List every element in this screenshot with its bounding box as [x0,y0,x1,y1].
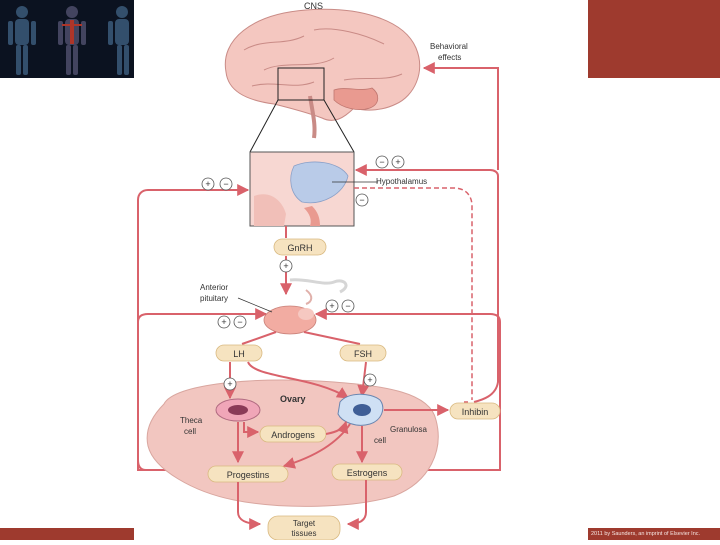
diagram-canvas: CNS Behavioral effects Hypothalamus + − … [137,1,501,541]
behavioral-effects-label-line2: effects [438,53,461,62]
plus-sign-4: + [329,301,334,311]
granulosa-cell-illustration [337,393,384,426]
cns-label: CNS [304,1,323,11]
behavioral-effects-arrow [422,62,499,170]
progestins-label: Progestins [227,470,270,480]
behavioral-effects-label-line1: Behavioral [430,42,468,51]
granulosa-to-progestins-arrow [282,423,351,469]
target-tissues-label-line1: Target [293,519,316,528]
estrogen-to-hypothalamus-feedback [354,164,499,403]
ovary-label: Ovary [280,394,306,404]
progestin-to-hypothalamus-feedback [137,184,250,471]
progestin-to-pituitary-feedback [137,308,268,471]
gnrh-pill [273,238,327,256]
minus-sign-2: − [379,157,384,167]
header-accent-band [588,0,720,78]
gnrh-label: GnRH [287,243,312,253]
pituitary-feedback-signs: + − + − [217,299,355,329]
androgens-to-granulosa-arrow [325,420,349,435]
fsh-pill [339,344,387,362]
minus-sign-3: − [359,195,364,205]
estrogens-label: Estrogens [347,468,388,478]
androgens-label: Androgens [271,430,315,440]
pituitary-illustration [263,278,348,335]
theca-cell-illustration [215,398,261,422]
body-anatomy-thumbnail [0,0,134,78]
brain-illustration [224,8,421,139]
hypothalamus-label: Hypothalamus [376,177,427,186]
progestins-to-target-arrow [237,482,262,530]
pituitary-pointer [237,297,273,313]
theca-cell-label-line1: Theca [180,416,203,425]
minus-sign-4: − [237,317,242,327]
hypothalamus-feedback-signs: + − − + − [201,155,405,207]
hormone-axis-diagram: CNS Behavioral effects Hypothalamus + − … [134,0,588,541]
plus-sign-2: + [395,157,400,167]
anterior-pituitary-label-line1: Anterior [200,283,228,292]
hypothalamus-detail-box [249,151,355,227]
fsh-label: FSH [354,349,372,359]
granulosa-cell-label-line1: Granulosa [390,425,427,434]
theca-cell-label-line2: cell [184,427,196,436]
copyright-notice: 2011 by Saunders, an imprint of Elsevier… [588,528,720,540]
inhibin-feedback-dashed [354,187,473,400]
progestins-pill [207,465,289,483]
estrogen-to-pituitary-feedback [314,308,501,471]
minus-sign-5: − [345,301,350,311]
inhibin-pill [449,402,501,420]
pituitary-to-lh-line [241,331,277,345]
inhibin-label: Inhibin [462,407,489,417]
lh-pill [215,344,263,362]
zoom-lines [249,99,355,153]
fsh-plus-sign: + [367,375,372,385]
footer-accent-bar [0,528,134,540]
lh-label: LH [233,349,245,359]
human-figures-image [0,0,134,78]
plus-sign-1: + [205,179,210,189]
lh-to-granulosa-arrow [247,361,350,399]
gnrh-plus-circle [279,259,293,273]
lh-plus-circle [223,377,237,391]
minus-sign-1: − [223,179,228,189]
lh-plus-sign: + [227,379,232,389]
anterior-pituitary-label-line2: pituitary [200,294,228,303]
gnrh-plus-sign: + [283,261,288,271]
theca-to-androgens-arrow [243,422,260,438]
fsh-plus-circle [363,373,377,387]
plus-sign-3: + [221,317,226,327]
target-tissues-label-line2: tissues [292,529,317,538]
granulosa-cell-label-line2: cell [374,436,386,445]
pituitary-to-fsh-line [303,331,361,345]
estrogens-to-target-arrow [346,480,367,530]
